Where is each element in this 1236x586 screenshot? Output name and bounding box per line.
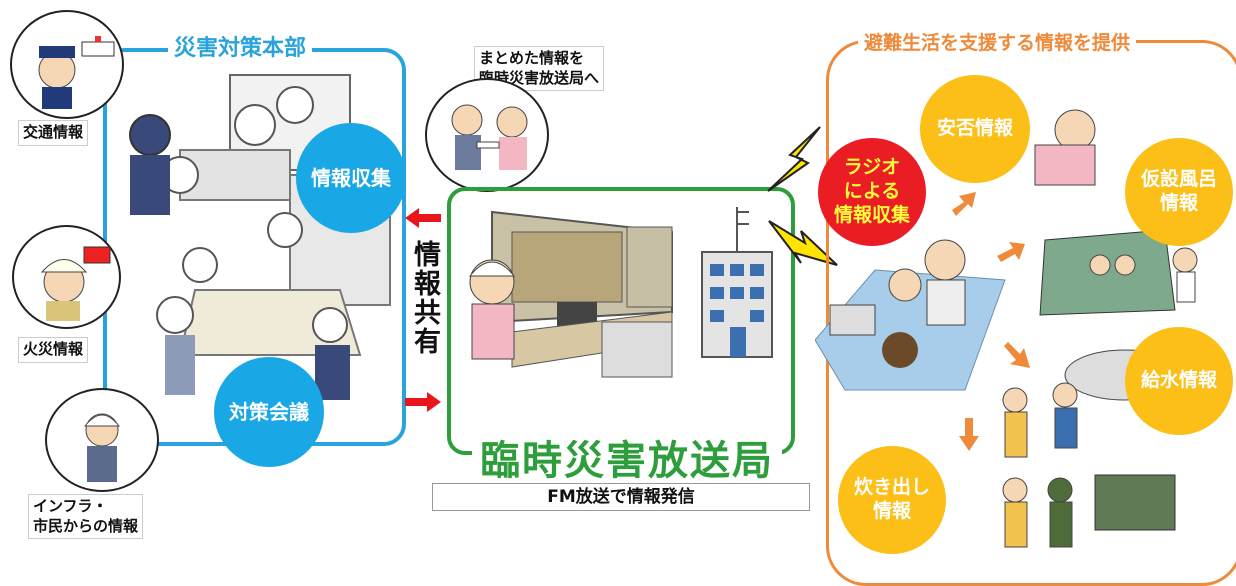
food-info-circle: 炊き出し 情報: [838, 446, 946, 554]
lightning-icon: [768, 220, 838, 266]
lightning-icon: [767, 126, 821, 192]
safety-info-circle: 安否情報: [920, 75, 1030, 183]
traffic-label: 交通情報: [18, 120, 89, 146]
worker-icon: [83, 413, 121, 482]
meeting-circle: 対策会議: [214, 357, 324, 467]
bath-info-circle: 仮設風呂 情報: [1125, 138, 1233, 246]
arrow-left-icon: [405, 208, 441, 228]
hq-meeting-illustration: [129, 74, 391, 400]
life-title: 避難生活を支援する情報を提供: [858, 28, 1137, 55]
info-share-label: 情報共有: [409, 240, 440, 356]
info-collect-circle: 情報収集: [296, 123, 406, 233]
arrow-right-icon: [405, 392, 441, 412]
handover-bubble: [425, 78, 549, 192]
infra-bubble: [45, 388, 159, 492]
firefighter-icon: [40, 246, 111, 321]
arrow-down-icon: [959, 418, 979, 451]
arrow-right-icon: [997, 242, 1025, 262]
infra-label: インフラ・ 市民からの情報: [28, 494, 144, 539]
studio-illustration: [468, 207, 773, 378]
police-officer-icon: [38, 36, 115, 109]
hq-title: 災害対策本部: [168, 30, 313, 62]
radio-info-circle: ラジオ による 情報収集: [818, 138, 926, 246]
arrow-up-right-icon: [952, 192, 976, 216]
water-info-circle: 給水情報: [1125, 327, 1233, 435]
fire-label: 火災情報: [18, 337, 89, 363]
handover-illustration: [451, 104, 528, 170]
fm-station-title: 臨時災害放送局: [472, 428, 782, 486]
fire-bubble: [12, 225, 121, 329]
traffic-bubble: [10, 10, 124, 119]
arrow-down-right-icon: [1004, 342, 1030, 368]
fm-subtitle: FM放送で情報発信: [432, 483, 810, 511]
